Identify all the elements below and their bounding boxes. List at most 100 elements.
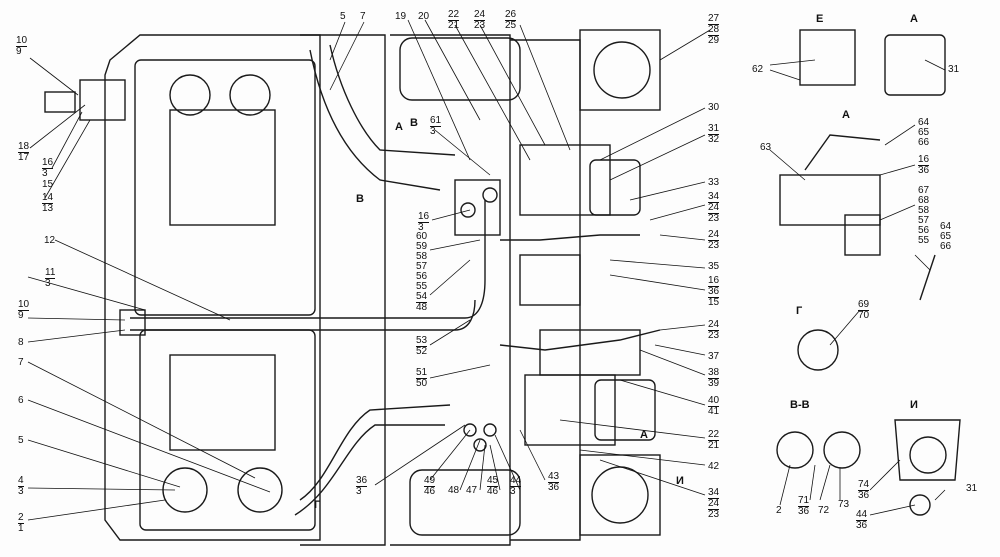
- top-tank: [399, 37, 521, 101]
- callout-42: 42: [708, 461, 720, 472]
- mid-lower-block: [539, 329, 641, 376]
- callout-48: 48: [448, 485, 460, 496]
- view-a-linkage: [804, 134, 881, 171]
- bottom-right-hub-ring: [591, 466, 649, 524]
- view-mark-v-top: В: [410, 117, 418, 129]
- callout-72: 72: [818, 505, 830, 516]
- left-frame-plate: [104, 34, 321, 541]
- callout-73: 73: [838, 499, 850, 510]
- distributor-port-a: [460, 202, 476, 218]
- view-i-ring: [909, 436, 947, 474]
- bottom-tank: [409, 469, 521, 536]
- center-column: [300, 34, 386, 546]
- view-mark-a-low: А: [640, 429, 648, 441]
- view-a-body: [779, 174, 881, 226]
- view-vv-wheel-b: [823, 431, 861, 469]
- view-e-part: [799, 29, 856, 86]
- lower-valve-head: [594, 379, 656, 441]
- top-right-hub: [579, 29, 661, 111]
- view-label-vv: В-В: [790, 399, 810, 411]
- view-mark-a: А: [395, 121, 403, 133]
- callout-5: 5: [18, 435, 24, 446]
- callout-47: 47: [466, 485, 478, 496]
- view-label-a-1: А: [910, 13, 918, 25]
- callout-2-view-vv: 2: [776, 505, 782, 516]
- top-right-hub-ring: [593, 41, 651, 99]
- pipe-mid-a: [500, 234, 640, 241]
- pump-top-a: [169, 74, 211, 116]
- view-i-body: [894, 419, 961, 481]
- callout-33: 33: [708, 177, 720, 188]
- left-nipple-upper: [44, 91, 76, 113]
- callout-7: 7: [18, 357, 24, 368]
- view-label-a-2: А: [842, 109, 850, 121]
- callout-30: 30: [708, 102, 720, 113]
- callout-62: 62: [752, 64, 764, 75]
- view-mark-g: Г: [314, 499, 321, 511]
- lower-valve-unit: [524, 374, 616, 446]
- view-g-gear: [797, 329, 839, 371]
- callout-31-view-i: 31: [966, 483, 978, 494]
- pipe-mid-b: [499, 329, 661, 351]
- hose-upper-b: [309, 49, 441, 191]
- lower-cylinder-block: [139, 329, 316, 531]
- junction-a: [463, 423, 477, 437]
- view-a-part: [884, 34, 946, 96]
- callout-15: 15: [42, 179, 54, 190]
- callout-35: 35: [708, 261, 720, 272]
- callout-63: 63: [760, 142, 772, 153]
- upper-cylinder-block: [134, 59, 316, 316]
- upper-window: [169, 109, 276, 226]
- callout-31-view-a: 31: [948, 64, 960, 75]
- upper-valve-unit: [519, 144, 611, 216]
- left-fitting-mid: [119, 309, 146, 336]
- hose-upper-a: [329, 44, 456, 156]
- callout-20: 20: [418, 11, 430, 22]
- callout-7-top: 7: [360, 11, 366, 22]
- left-fitting-upper: [79, 79, 126, 121]
- pump-top-b: [229, 74, 271, 116]
- hose-lower-a: [299, 404, 451, 501]
- pipe-12: [130, 200, 486, 319]
- distributor-block: [454, 179, 501, 236]
- center-plate: [390, 34, 511, 546]
- view-mark-i: И: [676, 475, 684, 487]
- callout-37: 37: [708, 351, 720, 362]
- view-a-rod: [919, 254, 936, 301]
- hose-lower-b: [294, 424, 445, 516]
- view-label-e: Е: [816, 13, 824, 25]
- junction-b: [483, 423, 497, 437]
